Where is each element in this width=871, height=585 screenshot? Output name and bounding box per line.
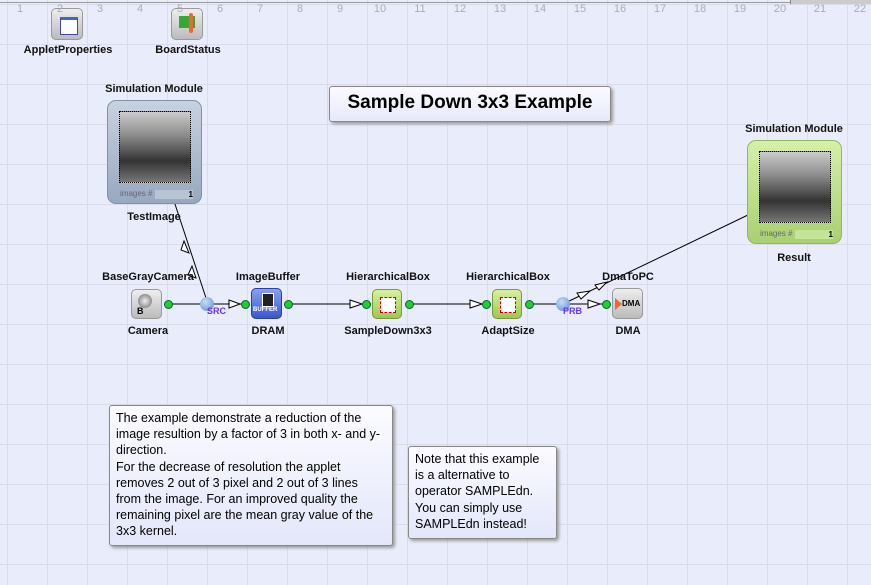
arrow-head [587, 299, 602, 309]
sim-out-header: Simulation Module [745, 123, 843, 135]
sim-module-result[interactable]: images # 1 [747, 140, 842, 244]
images-count: 1 [795, 230, 833, 239]
input-port[interactable] [241, 300, 250, 309]
images-label: images # [120, 189, 153, 198]
output-port[interactable] [405, 300, 414, 309]
sampledown3x3-box[interactable] [372, 289, 402, 319]
input-port[interactable] [602, 300, 611, 309]
operator-name: DRAM [251, 325, 285, 337]
sim-module-testimage[interactable]: images # 1 [107, 100, 202, 204]
dma-glyph: DMA [622, 299, 641, 308]
image-preview [119, 111, 191, 183]
arrow-head [469, 299, 484, 309]
operator-type: DmaToPC [602, 271, 654, 283]
arrow-head [349, 299, 364, 309]
output-port[interactable] [525, 300, 534, 309]
sim-in-header: Simulation Module [105, 83, 203, 95]
image-preview [759, 151, 831, 223]
arrow-head [594, 281, 609, 291]
output-port[interactable] [284, 300, 293, 309]
top-border [0, 0, 790, 3]
sim-out-name: Result [777, 252, 811, 264]
diagram-title: Sample Down 3x3 Example [329, 86, 611, 122]
arrow-head [228, 299, 242, 309]
input-port[interactable] [482, 300, 491, 309]
prb-probe-label: PRB [563, 306, 583, 316]
board-status-label: BoardStatus [155, 44, 221, 56]
arrow-head [576, 290, 592, 300]
scroll-strip[interactable] [790, 0, 871, 4]
prb-probe[interactable] [556, 297, 570, 311]
remark-note[interactable]: Note that this example is a alternative … [408, 446, 557, 539]
operator-name: SampleDown3x3 [344, 325, 432, 337]
operator-name: AdaptSize [481, 325, 535, 337]
operator-type: BaseGrayCamera [102, 271, 194, 283]
images-label: images # [760, 229, 793, 238]
applet-properties-icon[interactable] [51, 8, 83, 40]
description-note[interactable]: The example demonstrate a reduction of t… [109, 405, 393, 546]
input-port[interactable] [362, 300, 371, 309]
arrow-head [180, 239, 190, 254]
adaptsize-box[interactable] [492, 289, 522, 319]
board-status-icon[interactable] [171, 8, 203, 40]
applet-properties-label: AppletProperties [23, 44, 113, 56]
operator-name: Camera [127, 325, 169, 337]
operator-type: HierarchicalBox [466, 271, 550, 283]
sim-in-name: TestImage [127, 211, 181, 223]
operator-type: ImageBuffer [235, 271, 301, 283]
operator-type: HierarchicalBox [346, 271, 430, 283]
link-prb-result [562, 213, 751, 305]
operator-name: DMA [615, 325, 641, 337]
output-port[interactable] [164, 300, 173, 309]
images-count: 1 [155, 190, 193, 199]
buffer-glyph: BUFFER [253, 307, 278, 313]
arrow-head [187, 264, 197, 279]
dram-buffer-operator[interactable]: BUFFER [251, 288, 282, 319]
camera-glyph: B [137, 306, 144, 316]
dma-operator[interactable]: DMA [612, 288, 643, 319]
src-probe-label: SRC [207, 306, 227, 316]
camera-operator[interactable]: B [131, 289, 162, 319]
link-testimage-src [169, 188, 209, 305]
src-probe[interactable] [200, 297, 214, 311]
